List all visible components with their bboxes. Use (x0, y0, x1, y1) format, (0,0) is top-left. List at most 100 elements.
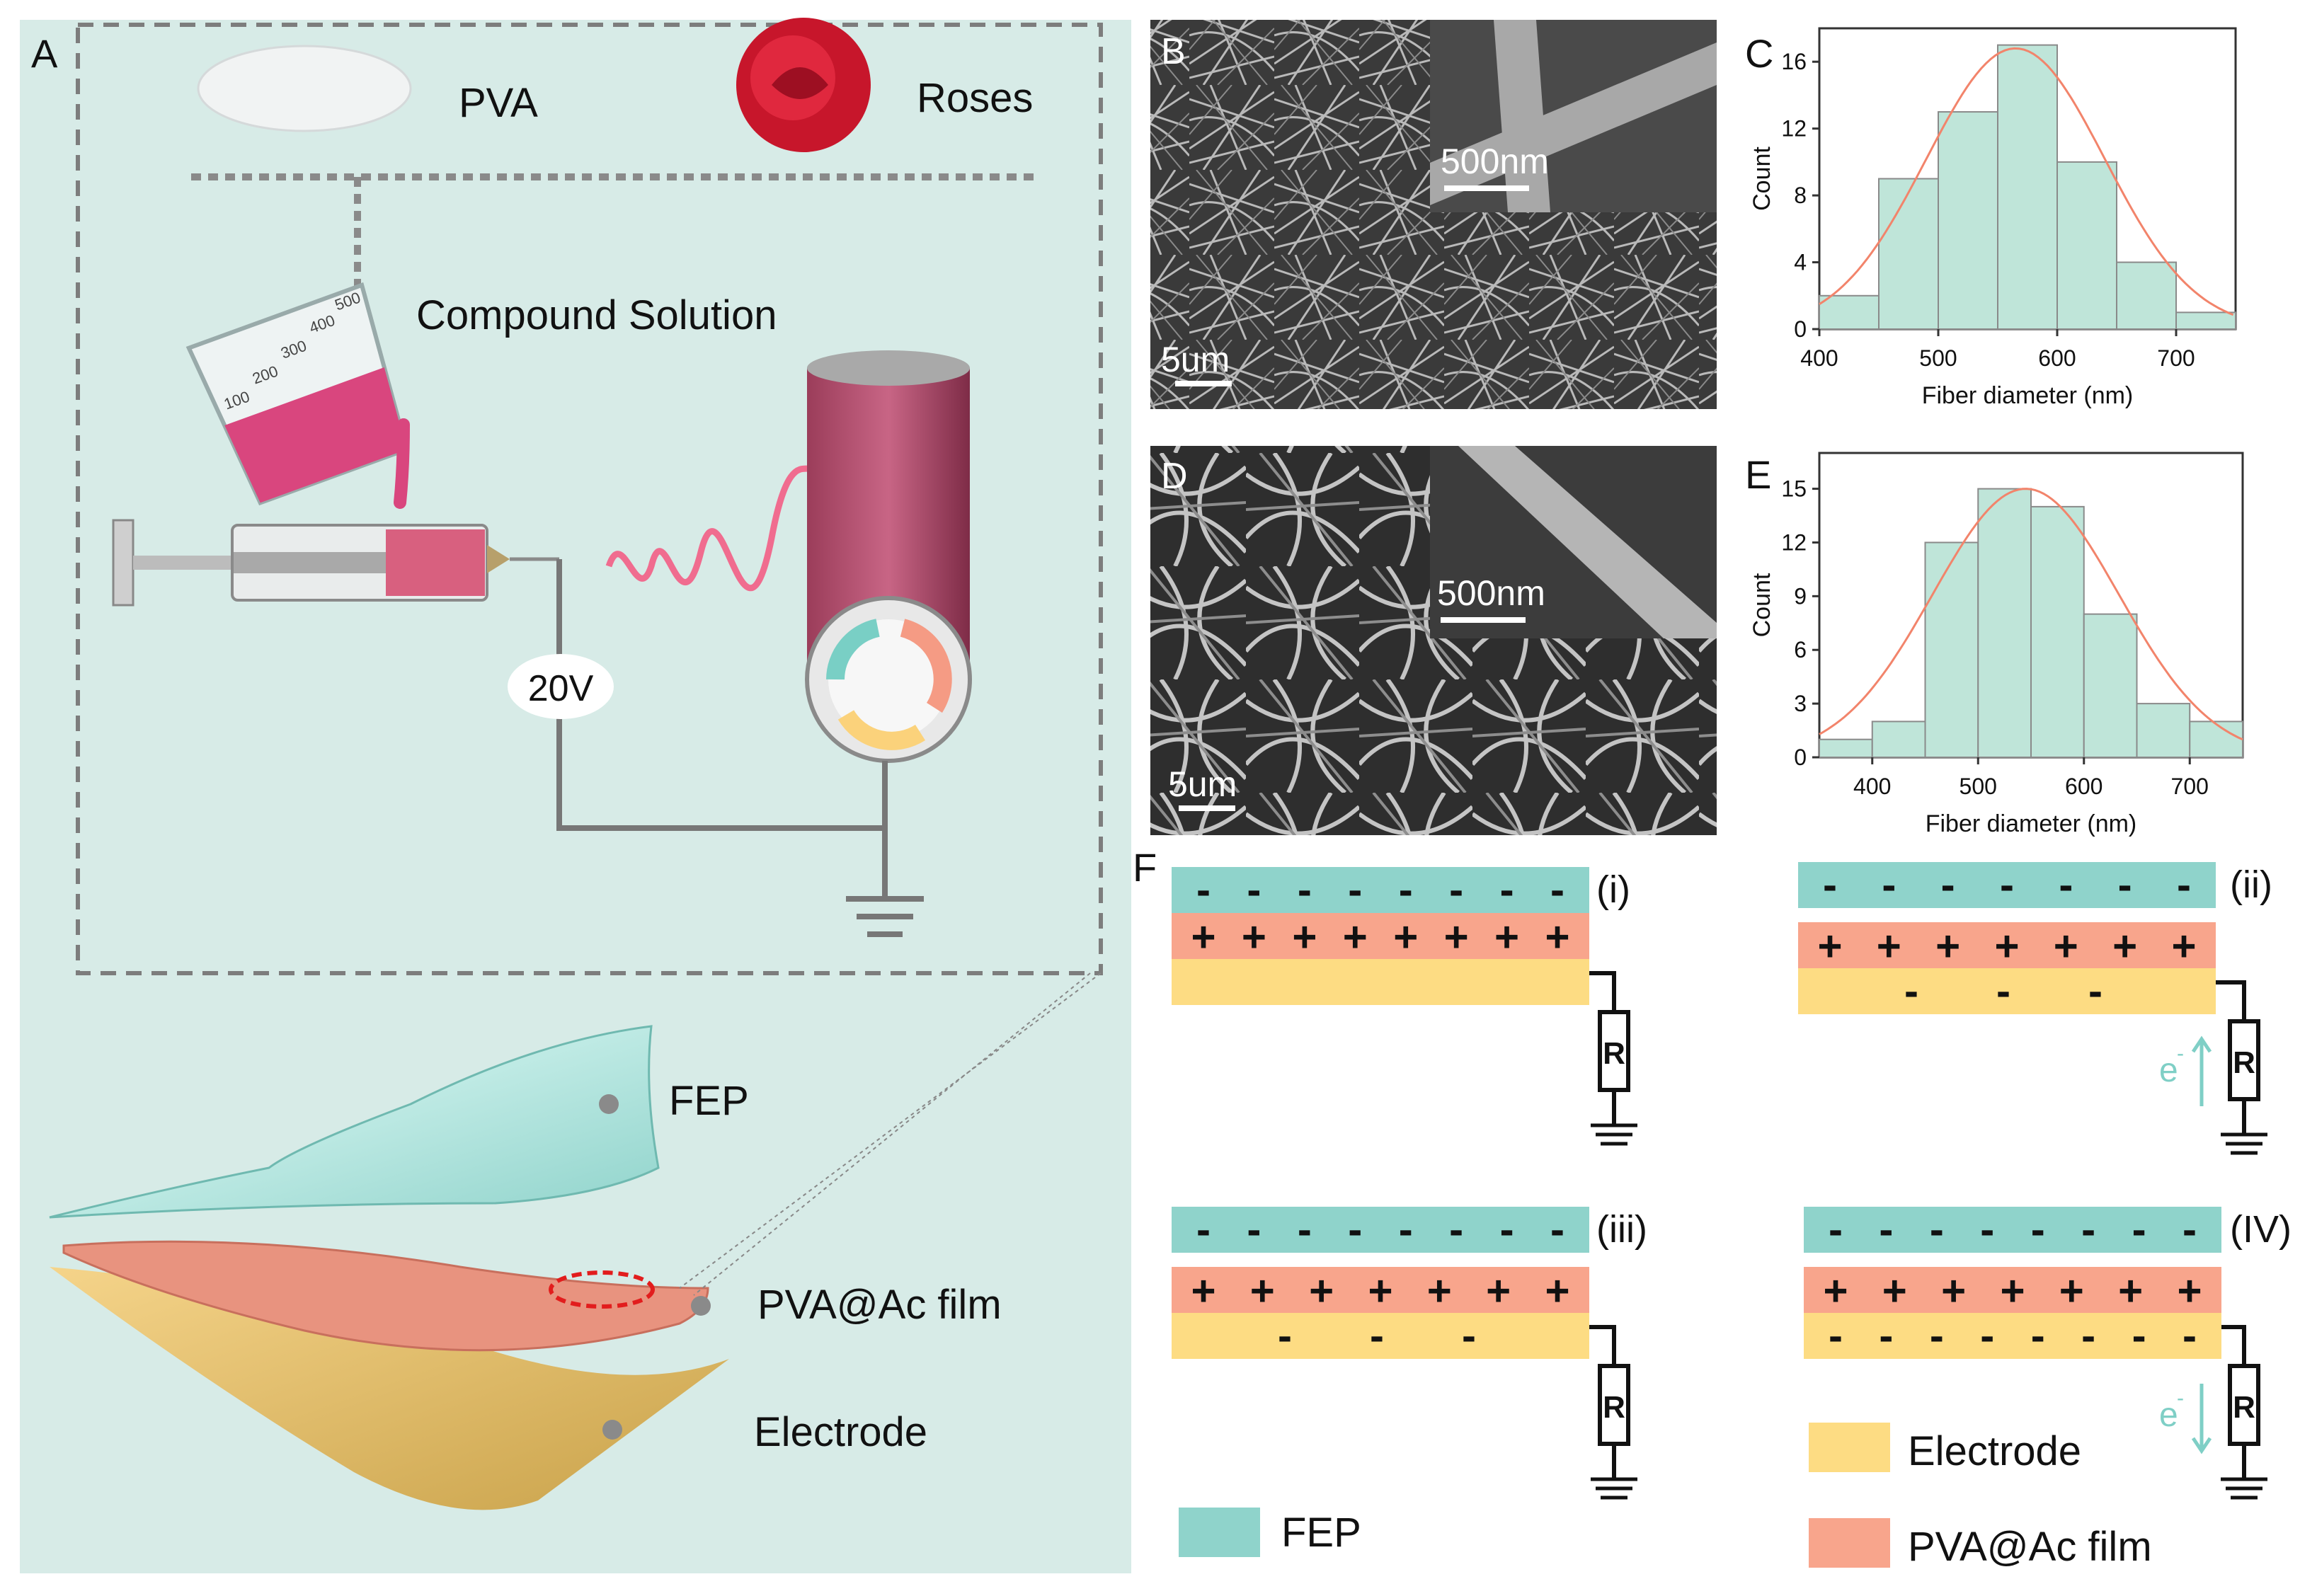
state-4-resistor-label: R (2233, 1390, 2255, 1425)
state-4-fep-charge: - (2031, 1206, 2045, 1253)
state-2-film-charge: + (2171, 923, 2196, 970)
state-2-electrode-charge: - (1996, 968, 2010, 1015)
histogram-c-y-tick-label: 0 (1794, 316, 1807, 342)
legend-label-film: PVA@Ac film (1908, 1524, 2152, 1570)
state-4-film-charge: + (2118, 1268, 2143, 1315)
state-3-film-charge: + (1191, 1268, 1215, 1315)
histogram-c-y-tick-label: 12 (1781, 116, 1807, 142)
state-2-current-arrowhead-icon (2191, 1035, 2212, 1053)
inset-scale-bar-b (1444, 185, 1529, 191)
histogram-c-y-axis-label: Count (1749, 147, 1775, 211)
state-2-film-charge: + (1877, 923, 1901, 970)
state-4-electrode-layer (1804, 1313, 2221, 1359)
state-3-fep-charge: - (1247, 1206, 1261, 1253)
state-1-fep-charge: - (1348, 866, 1362, 914)
panel-b: B 500nm 5um (1150, 20, 1717, 409)
state-1-film-charge: + (1343, 914, 1368, 961)
histogram-e-y-tick-label: 12 (1781, 529, 1807, 555)
state-4-electrode-charge: - (2182, 1312, 2197, 1360)
state-4-film-charge: + (2059, 1268, 2084, 1315)
fep-layer (49, 1025, 660, 1219)
state-3-electrode-layer (1172, 1313, 1589, 1359)
state-4-electrode-charge: - (1980, 1312, 1994, 1360)
electrode-marker-dot (602, 1420, 622, 1440)
histogram-e-y-tick-label: 6 (1794, 637, 1807, 662)
state-2-film-layer (1798, 922, 2216, 968)
state-4-electron-label: e (2159, 1396, 2178, 1434)
histogram-c-bar (1878, 178, 1939, 330)
zoom-guide-line-2 (693, 972, 1091, 1296)
beaker-image: 100 200 300 400 500 (185, 282, 410, 506)
syringe-image (112, 519, 559, 607)
histogram-c-bar (1819, 294, 1880, 330)
state-2-film-charge: + (2054, 923, 2078, 970)
state-2-electrode-charge: - (2088, 968, 2103, 1015)
state-4-fep-layer (1804, 1207, 2221, 1253)
state-4-film-charge: + (1941, 1268, 1966, 1315)
state-1-film-charge: + (1545, 914, 1569, 961)
state-2-resistor-label: R (2233, 1045, 2255, 1080)
fep-label: FEP (669, 1078, 749, 1124)
legend-swatch-electrode (1809, 1423, 1890, 1472)
pouring-stream (394, 418, 410, 509)
state-3-electrode-charge: - (1462, 1312, 1476, 1360)
histogram-c-y-tick-label: 8 (1794, 183, 1807, 208)
electrode-layer (50, 1267, 729, 1510)
rose-image (736, 18, 871, 152)
state-2-film-charge: + (2112, 923, 2137, 970)
histogram-e-y-tick-label: 0 (1794, 745, 1807, 770)
electrospinning-jet (605, 452, 825, 592)
state-1-film-layer (1172, 913, 1589, 959)
histogram-c-x-tick-label: 700 (2157, 345, 2195, 371)
histogram-c-y-tick-label: 16 (1781, 49, 1807, 74)
state-3-film-charge: + (1427, 1268, 1452, 1315)
histogram-c-bar (1997, 44, 2058, 330)
state-2-film-charge: + (1994, 923, 2019, 970)
state-2-film-charge: + (1935, 923, 1960, 970)
state-4-label: (IV) (2230, 1208, 2292, 1251)
histogram-e-bar (2083, 613, 2138, 758)
histogram-e-x-axis-label: Fiber diameter (nm) (1926, 810, 2137, 837)
histogram-e-bar (2136, 703, 2191, 759)
state-1-film-charge: + (1242, 914, 1266, 961)
drum-collector (805, 350, 972, 763)
histogram-c-bar (1938, 111, 1998, 331)
state-1-film-charge: + (1494, 914, 1519, 961)
fep-marker-dot (599, 1094, 619, 1114)
state-3-resistor-label: R (1603, 1390, 1625, 1425)
inset-fiber-d (1458, 446, 1717, 638)
state-2-electrode-charge: - (1904, 968, 1918, 1015)
main-scale-bar-b (1175, 381, 1232, 386)
state-2-label: (ii) (2230, 863, 2272, 906)
ground-symbol-icon (846, 896, 924, 937)
histogram-c-x-tick-label: 600 (2038, 345, 2076, 371)
histogram-e-gaussian-fit-line (1819, 488, 2243, 741)
panel-c-letter: C (1745, 31, 1773, 76)
state-4-film-layer (1804, 1267, 2221, 1313)
state-1-film-charge: + (1444, 914, 1469, 961)
state-4-wire (2221, 1325, 2246, 1366)
legend-swatch-fep (1179, 1508, 1260, 1557)
state-1-film-charge: + (1393, 914, 1418, 961)
panel-d-letter: D (1161, 456, 1188, 497)
state-1-label: (i) (1596, 868, 1630, 911)
state-3-fep-charge: - (1550, 1206, 1564, 1253)
inset-scale-b-label: 500nm (1441, 142, 1549, 181)
state-4-film-charge: + (2000, 1268, 2025, 1315)
state-4-fep-charge: - (1829, 1206, 1843, 1253)
state-3-electrode-charge: - (1370, 1312, 1384, 1360)
state-1-fep-layer (1172, 867, 1589, 913)
state-4-film-charge: + (1823, 1268, 1848, 1315)
histogram-e-y-axis-label: Count (1749, 573, 1775, 637)
rotation-arrow-yellow-icon (837, 709, 926, 750)
state-2-electron-label: e (2159, 1052, 2178, 1089)
histogram-c-x-tick-label: 400 (1800, 345, 1838, 371)
inset-scale-bar-d (1441, 617, 1526, 623)
histogram-e-bar (2189, 721, 2243, 758)
film-marker-dot (691, 1296, 711, 1316)
histogram-c-bar (2175, 311, 2236, 330)
zoom-guide-line-1 (679, 972, 1102, 1289)
state-4-film-charge: + (2177, 1268, 2202, 1315)
